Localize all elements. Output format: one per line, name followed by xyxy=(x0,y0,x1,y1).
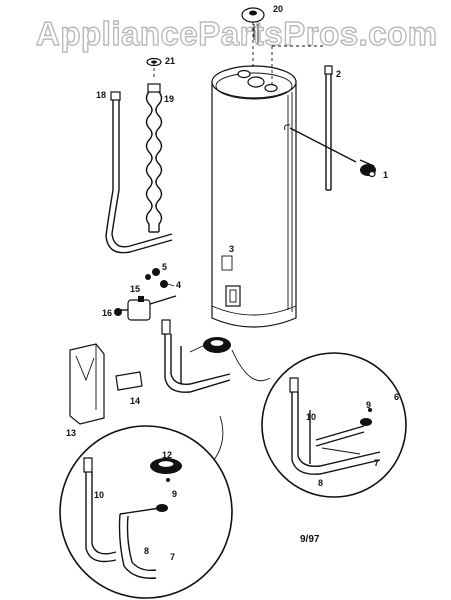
label-7-right: 7 xyxy=(374,458,379,468)
label-8-left: 8 xyxy=(144,546,149,556)
label-5: 5 xyxy=(162,262,167,272)
watermark-text: AppliancePartsPros.com xyxy=(36,15,438,52)
detail-inset-right xyxy=(261,352,407,498)
part-19-anode-rod xyxy=(145,83,163,233)
water-heater-tank xyxy=(211,65,297,328)
label-19: 19 xyxy=(164,94,174,104)
label-1: 1 xyxy=(383,170,388,180)
part-13-outer-door xyxy=(69,343,105,425)
part-2-relief-tube xyxy=(324,65,333,191)
part-16-screw xyxy=(114,308,122,316)
label-20: 20 xyxy=(273,4,283,14)
label-18: 18 xyxy=(96,90,106,100)
label-2: 2 xyxy=(336,69,341,79)
part-14-inner-door xyxy=(115,371,143,391)
label-9-right: 9 xyxy=(366,400,371,410)
label-21: 21 xyxy=(165,56,175,66)
date-code: 9/97 xyxy=(300,534,320,545)
label-9-left: 9 xyxy=(172,489,177,499)
label-12: 12 xyxy=(162,450,172,460)
label-10-left: 10 xyxy=(94,490,104,500)
label-14: 14 xyxy=(130,396,140,406)
part-15-gas-control-valve xyxy=(118,295,177,321)
part-5-nut xyxy=(145,268,160,280)
detail-inset-left xyxy=(59,425,233,599)
part-labels: 20 21 2 18 19 1 3 5 4 15 16 14 13 6 9 10… xyxy=(66,4,399,562)
part-4-fitting xyxy=(160,280,175,288)
label-10-right: 10 xyxy=(306,412,316,422)
part-1-relief-valve xyxy=(284,124,376,178)
label-6: 6 xyxy=(394,392,399,402)
label-15: 15 xyxy=(130,284,140,294)
label-7-left: 7 xyxy=(170,552,175,562)
label-8-right: 8 xyxy=(318,478,323,488)
label-16: 16 xyxy=(102,308,112,318)
part-18-dip-tube xyxy=(105,91,173,254)
burner-assembly xyxy=(161,319,231,393)
label-13: 13 xyxy=(66,428,76,438)
label-4: 4 xyxy=(176,280,181,290)
label-3: 3 xyxy=(229,244,234,254)
